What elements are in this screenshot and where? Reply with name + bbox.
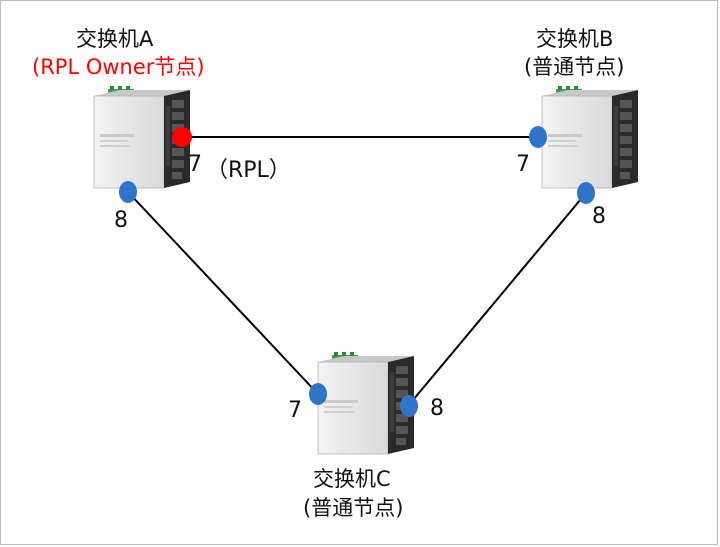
- rpl-tag-label: （RPL）: [206, 158, 291, 183]
- switch-b-port7-dot: [529, 126, 547, 148]
- link-a-c: [127, 191, 319, 395]
- switch-b-role: (普通节点): [524, 55, 625, 79]
- switch-c-device: [317, 351, 415, 455]
- switch-c-port7-dot: [309, 383, 327, 405]
- switch-c-port8-dot: [400, 395, 418, 417]
- switch-a-name: 交换机A: [76, 27, 154, 51]
- switch-b-device: [541, 85, 639, 189]
- switch-c-port8-label: 8: [430, 396, 444, 421]
- switch-c-role: (普通节点): [303, 496, 404, 520]
- rpl-port-dot: [172, 127, 192, 147]
- switch-b-name: 交换机B: [536, 27, 614, 51]
- switch-b-port7-label: 7: [516, 152, 530, 177]
- switch-a-port7-label: 7: [188, 152, 202, 177]
- switch-b-port8-label: 8: [592, 204, 606, 229]
- link-b-c: [407, 192, 587, 407]
- switch-b-port8-dot: [577, 182, 595, 204]
- switch-c-name: 交换机C: [313, 467, 391, 491]
- switch-a-role: (RPL Owner节点): [32, 55, 205, 79]
- switch-a-port8-label: 8: [114, 208, 128, 233]
- switch-a-port8-dot: [119, 181, 137, 203]
- switch-c-port7-label: 7: [288, 398, 302, 423]
